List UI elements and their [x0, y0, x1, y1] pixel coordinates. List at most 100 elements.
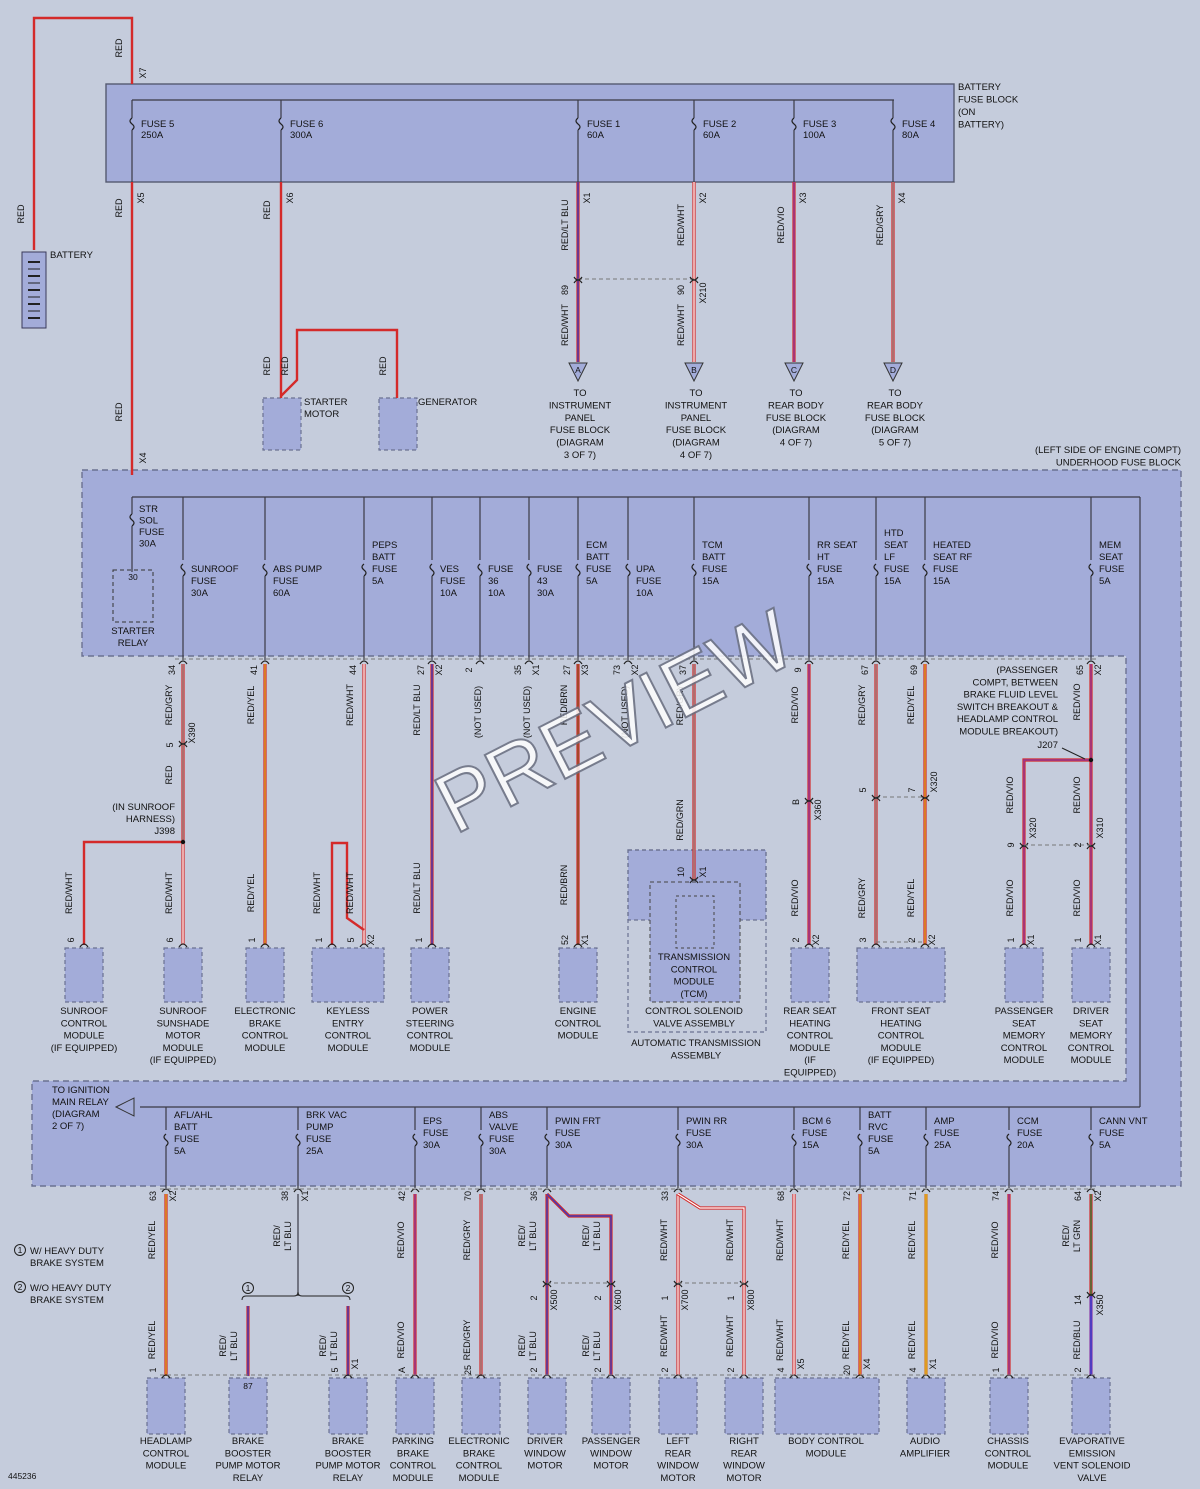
connector-label: X2: [366, 934, 376, 945]
lower-module-label: CONTROL: [390, 1461, 436, 1472]
underhood-block-label: UNDERHOOD FUSE BLOCK: [1056, 458, 1182, 469]
offpage-arrow: [684, 362, 704, 383]
generator-box: [378, 397, 418, 451]
pin-label: 65: [1075, 665, 1085, 675]
fuse-label: BCM 6: [802, 1116, 831, 1127]
fuse-symbol: [163, 1133, 169, 1147]
fuse-label: FUSE: [934, 1128, 959, 1139]
wire-label: RED/WHT: [345, 872, 355, 914]
wire-label: RED/YEL: [907, 1221, 917, 1260]
wire-label: RED/WHT: [725, 1219, 735, 1261]
pin-label: X4: [897, 192, 907, 203]
connector-label: X500: [549, 1289, 559, 1310]
wire-label: RED/YEL: [147, 1321, 157, 1360]
pin-label: 2: [529, 1295, 539, 1300]
fuse-label: FUSE: [306, 1134, 331, 1145]
pin-label: 74: [991, 1191, 1001, 1201]
connector-mark: [1086, 845, 1096, 850]
wire-label: RED: [114, 402, 124, 422]
lower-module-label: HEADLAMP: [140, 1436, 192, 1447]
upper-module-label: CONTROL: [878, 1031, 924, 1042]
pin-label: 87: [243, 1381, 253, 1391]
destination-label: (DIAGRAM: [871, 425, 919, 436]
transmission-label: ASSEMBLY: [671, 1050, 722, 1061]
upper-module-box: [245, 947, 285, 1003]
leader-line: [1061, 747, 1086, 760]
pin-label: 4: [776, 1367, 786, 1372]
lower-module-label: CONTROL: [456, 1461, 502, 1472]
lower-module-label: EMISSION: [1069, 1448, 1116, 1459]
lower-module-label: CONTROL: [143, 1448, 189, 1459]
connector-label: X1: [350, 1358, 360, 1369]
connector-mark: [920, 797, 930, 802]
splice-label: (IN SUNROOF: [112, 802, 175, 813]
wire-label: RED/: [272, 1225, 282, 1247]
fuse-label: FUSE: [586, 564, 611, 575]
lower-module-label: REAR: [731, 1448, 758, 1459]
upper-module-label: CONTROL: [407, 1031, 453, 1042]
upper-module-label: ENGINE: [560, 1006, 596, 1017]
pin-label: 1: [1073, 937, 1083, 942]
passenger-window-wire-stripe: [546, 1193, 612, 1376]
pin-label: 5: [330, 1367, 340, 1372]
connector-mark: [739, 1283, 749, 1288]
fuse-label: 30A: [555, 1140, 573, 1151]
pin-label: 1: [1006, 937, 1016, 942]
starter-relay-fuse-label: SOL: [139, 516, 158, 527]
transmission-label: AUTOMATIC TRANSMISSION: [631, 1038, 761, 1049]
fuse-label: VALVE: [489, 1122, 518, 1133]
destination-label: 5 OF 7): [879, 438, 911, 449]
pin-mark: [161, 1374, 171, 1379]
lower-module-label: BRAKE: [463, 1448, 495, 1459]
pin-label: 44: [348, 665, 358, 675]
wire-label: RED/WHT: [659, 1219, 669, 1261]
upper-module-label: MODULE: [245, 1043, 286, 1054]
upper-module-label: MODULE: [328, 1043, 369, 1054]
pin-label: X3: [798, 192, 808, 203]
destination-label: TO: [888, 388, 901, 399]
pin-label: 2: [464, 667, 474, 672]
wire-label: RED/WHT: [775, 1219, 785, 1261]
pin-label: 3: [858, 937, 868, 942]
tcm-label: CONTROL: [671, 964, 717, 975]
pin-label: 67: [860, 665, 870, 675]
battery-cable: [32, 16, 134, 250]
upper-module-box: [1004, 947, 1044, 1003]
pin-mark: [804, 943, 814, 948]
pin-mark: [1086, 660, 1096, 665]
pin-label: 30: [128, 572, 138, 582]
connector-label: X2: [1093, 1190, 1103, 1201]
wire-label: RED/WHT: [676, 204, 686, 246]
fuse-rating: 100A: [803, 130, 826, 141]
lower-module-label: AUDIO: [910, 1436, 940, 1447]
upper-module-label: POWER: [412, 1006, 448, 1017]
legend-circle: [14, 1244, 26, 1256]
connector-label: X350: [1095, 1294, 1105, 1315]
destination-label: 4 OF 7): [680, 450, 712, 461]
wire-label: (NOT USED): [473, 686, 483, 738]
memory-splice-note: MODULE BREAKOUT): [959, 727, 1058, 738]
wire-label: RED/GRY: [462, 1220, 472, 1261]
wire-label: RED/: [1061, 1225, 1071, 1247]
pin-label: 2: [593, 1295, 603, 1300]
wire-label: LT BLU: [592, 1331, 602, 1361]
wire-label: RED/VIO: [1005, 879, 1015, 916]
fuse-label: FUSE: [868, 1134, 893, 1145]
upper-module-label: SUNROOF: [60, 1006, 108, 1017]
connector-label: X3: [580, 664, 590, 675]
fuse-symbol: [575, 563, 581, 577]
fuse-label: FUSE 5: [141, 119, 174, 130]
wire-label: RED/GRY: [875, 205, 885, 246]
fuse-label: SEAT: [1099, 552, 1123, 563]
fuse-symbol: [691, 563, 697, 577]
fuse-label: 5A: [868, 1146, 880, 1157]
fuse-symbol: [691, 117, 697, 131]
legend-circle: [14, 1281, 26, 1293]
fuse-label: HEATED: [933, 540, 971, 551]
starter-motor-label: MOTOR: [304, 409, 339, 420]
pin-mark: [573, 660, 583, 665]
lower-module-label: AMPLIFIER: [900, 1448, 950, 1459]
fuse-symbol: [180, 563, 186, 577]
ignition-reference: 2 OF 7): [52, 1121, 84, 1132]
